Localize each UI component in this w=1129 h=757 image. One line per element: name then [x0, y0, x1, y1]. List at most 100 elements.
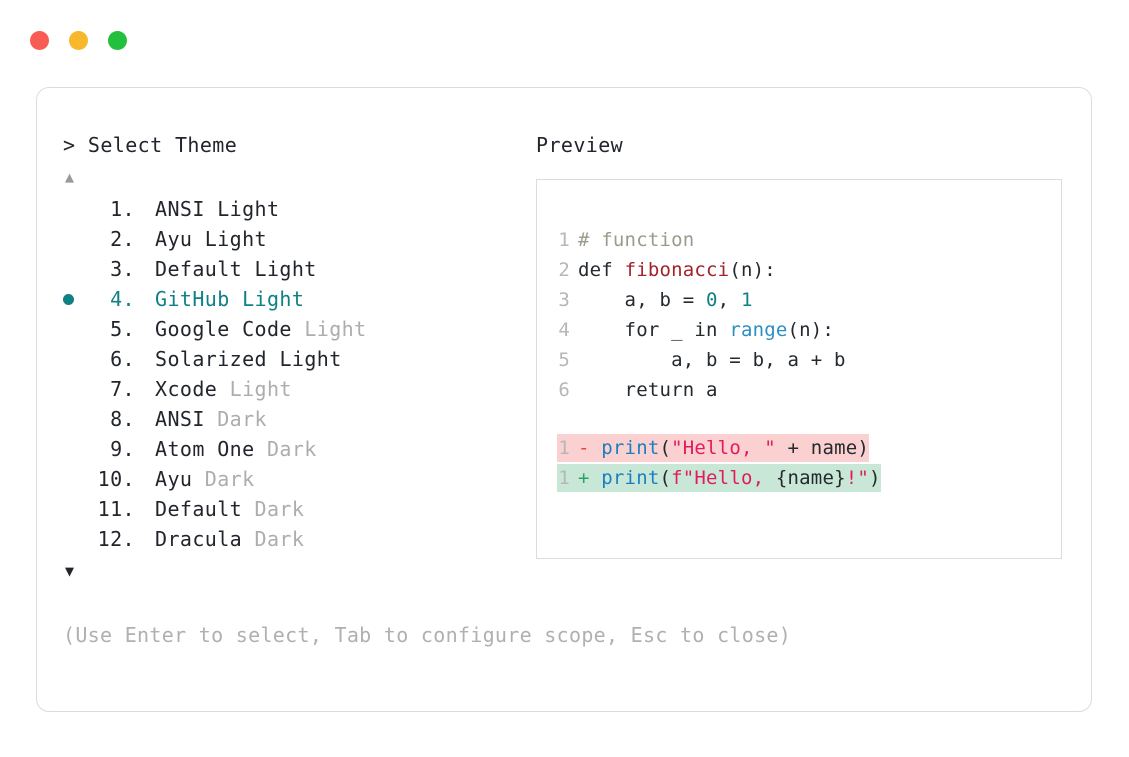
- theme-item-gap: [135, 434, 155, 464]
- theme-item-index: 11.: [97, 497, 135, 521]
- theme-list-item[interactable]: 10. Ayu Dark: [63, 464, 533, 494]
- theme-item-gap: [135, 464, 155, 494]
- theme-item-name: Solarized: [155, 347, 267, 371]
- selection-bullet-cell: [63, 404, 91, 434]
- theme-item-gap: [135, 404, 155, 434]
- code-token: print: [601, 437, 660, 459]
- theme-item-variant: Light: [229, 377, 292, 401]
- theme-item-gap: [135, 254, 155, 284]
- theme-item-variant: Dark: [254, 497, 305, 521]
- code-token: 1: [740, 289, 753, 311]
- selection-bullet-cell: [63, 434, 91, 464]
- theme-list-item[interactable]: 9. Atom One Dark: [63, 434, 533, 464]
- code-token: 0: [706, 289, 718, 311]
- code-line-number: 1: [558, 229, 570, 251]
- diff-line-body: 1+ print(f"Hello, {name}!"): [557, 464, 881, 492]
- window-minimize-dot[interactable]: [69, 31, 88, 50]
- selection-bullet-cell: [63, 194, 91, 224]
- theme-item-name: Ayu: [155, 227, 193, 251]
- scroll-down-icon[interactable]: ▼: [65, 562, 75, 580]
- code-token: def: [578, 259, 625, 281]
- theme-item-space: [255, 434, 267, 464]
- theme-item-index: 7.: [110, 377, 135, 401]
- window-close-dot[interactable]: [30, 31, 49, 50]
- theme-list-item[interactable]: 6. Solarized Light: [63, 344, 533, 374]
- theme-list-item[interactable]: 2. Ayu Light: [63, 224, 533, 254]
- code-token: ): [869, 467, 881, 489]
- selection-bullet-cell: [63, 494, 91, 524]
- code-line: 2 def fibonacci(n):: [557, 255, 1055, 285]
- code-token: (n):: [729, 259, 776, 281]
- theme-item-index: 9.: [110, 437, 135, 461]
- theme-item-variant: Dark: [204, 467, 255, 491]
- theme-list-item[interactable]: 5. Google Code Light: [63, 314, 533, 344]
- theme-item-gap: [135, 524, 155, 554]
- theme-item-space: [267, 344, 279, 374]
- code-token: print: [601, 467, 660, 489]
- theme-item-variant: Dark: [217, 407, 267, 431]
- diff-line-body: 1- print("Hello, " + name): [557, 434, 870, 462]
- theme-item-name: Default: [155, 257, 243, 281]
- theme-list-item[interactable]: 11. Default Dark: [63, 494, 533, 524]
- diff-line-del: 1- print("Hello, " + name): [557, 433, 1055, 463]
- code-token: # function: [578, 229, 695, 251]
- theme-item-variant: Dark: [266, 437, 317, 461]
- selection-bullet-cell: [63, 344, 91, 374]
- code-token: (n):: [787, 319, 835, 341]
- selection-bullet-cell: [63, 524, 91, 554]
- code-token: ,: [717, 289, 741, 311]
- theme-list-item[interactable]: 12. Dracula Dark: [63, 524, 533, 554]
- theme-item-gap: [135, 374, 155, 404]
- diff-line-add: 1+ print(f"Hello, {name}!"): [557, 463, 1055, 493]
- code-token: (: [659, 437, 672, 459]
- diff-line-number: 1: [558, 467, 570, 489]
- code-token: a, b =: [578, 289, 707, 311]
- selection-bullet-cell: [63, 374, 91, 404]
- theme-list-item[interactable]: 8. ANSI Dark: [63, 404, 533, 434]
- theme-item-space: [205, 194, 217, 224]
- code-token: {name}: [775, 467, 846, 489]
- theme-item-index: 6.: [110, 347, 135, 371]
- theme-item-space: [242, 254, 254, 284]
- theme-item-space: [242, 524, 254, 554]
- theme-item-index: 3.: [110, 257, 135, 281]
- theme-list-item[interactable]: 3. Default Light: [63, 254, 533, 284]
- code-line: 1 # function: [557, 225, 1055, 255]
- diff-line-number: 1: [558, 437, 570, 459]
- window-titlebar: [30, 31, 127, 50]
- theme-item-index: 2.: [110, 227, 135, 251]
- theme-item-name: ANSI: [155, 197, 205, 221]
- theme-list-item[interactable]: 1. ANSI Light: [63, 194, 533, 224]
- selection-bullet-cell: [63, 284, 91, 314]
- code-line: 4 for _ in range(n):: [557, 315, 1055, 345]
- theme-list-item[interactable]: 4. GitHub Light: [63, 284, 533, 314]
- theme-item-index: 10.: [97, 467, 135, 491]
- theme-item-variant: Light: [204, 227, 267, 251]
- theme-item-variant: Light: [279, 347, 342, 371]
- theme-item-space: [242, 494, 254, 524]
- diff-sign: +: [578, 467, 602, 489]
- theme-item-gap: [135, 224, 155, 254]
- keyboard-hint: (Use Enter to select, Tab to configure s…: [63, 623, 792, 647]
- code-line-number: 5: [558, 349, 570, 371]
- theme-item-gap: [135, 284, 155, 314]
- selection-bullet-cell: [63, 314, 91, 344]
- code-line-number: 2: [558, 259, 570, 281]
- window-maximize-dot[interactable]: [108, 31, 127, 50]
- theme-item-variant: Light: [217, 197, 280, 221]
- theme-item-space: [205, 404, 217, 434]
- theme-item-index: 1.: [110, 197, 135, 221]
- code-token: fibonacci: [624, 259, 730, 281]
- scroll-up-icon[interactable]: ▲: [65, 168, 75, 186]
- theme-item-name: Ayu: [155, 467, 193, 491]
- code-line-number: 6: [558, 379, 570, 401]
- theme-item-space: [192, 464, 204, 494]
- theme-list-item[interactable]: 7. Xcode Light: [63, 374, 533, 404]
- selected-bullet-icon: [63, 293, 74, 305]
- theme-item-name: GitHub: [155, 287, 230, 311]
- code-spacer: [557, 405, 1055, 433]
- theme-item-variant: Light: [304, 317, 367, 341]
- selection-bullet-cell: [63, 464, 91, 494]
